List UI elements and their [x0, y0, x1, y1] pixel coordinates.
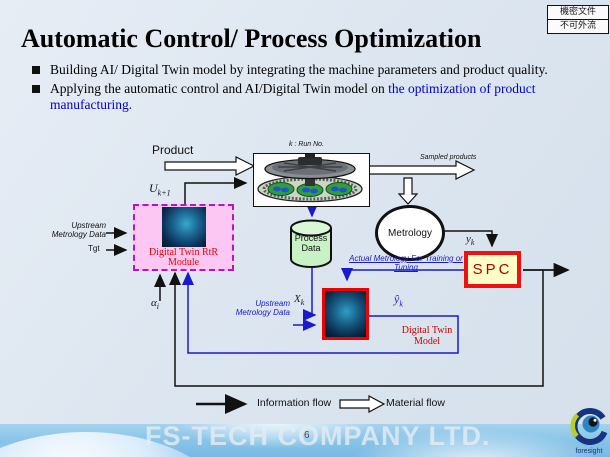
machine-illustration: [257, 154, 363, 203]
bullet-item-2: Applying the automatic control and AI/Di…: [32, 81, 577, 113]
slide-title: Automatic Control/ Process Optimization: [21, 24, 482, 53]
metrology-node: Metrology: [375, 205, 445, 261]
bullet-list: Building AI/ Digital Twin model by integ…: [32, 62, 577, 117]
legend-information-label: Information flow: [257, 397, 332, 409]
yhat-label: ŷk: [394, 292, 403, 309]
confidential-line1: 機密文件: [548, 6, 608, 20]
product-material-arrow: [164, 156, 256, 176]
upstream-metrology-left-label: Upstream Metrology Data: [51, 221, 106, 239]
xk-arrow: [303, 268, 317, 321]
company-watermark: FS-TECH COMPANY LTD.: [145, 424, 491, 451]
machine-output-material-arrow: [368, 160, 476, 180]
xk-label: Xk: [294, 293, 305, 308]
process-data-label: Process Data: [294, 233, 328, 253]
process-data-cylinder: Process Data: [288, 219, 334, 269]
uk1-label: Uk+1: [149, 181, 171, 198]
sampled-products-label: Sampled products: [420, 154, 477, 161]
cylinder-shape: [290, 219, 332, 268]
foresight-logo: foresight: [569, 407, 609, 457]
bullet-marker: [32, 85, 40, 94]
spc-feedback-arrow: [169, 270, 544, 387]
model-feedback-arrow: [182, 271, 459, 354]
product-label: Product: [152, 143, 194, 157]
ai-head-image: [161, 207, 206, 247]
digital-twin-rtr-module: Digital Twin RtR Module: [133, 204, 234, 271]
sampled-products-arrow: [397, 177, 419, 205]
bullet-2-text: Applying the automatic control and AI/Di…: [50, 81, 389, 97]
yk-label: yk: [466, 233, 475, 248]
run-no-label: k : Run No.: [289, 141, 325, 148]
digital-twin-model-label: Digital Twin Model: [401, 325, 453, 347]
page-number: 6: [304, 430, 310, 441]
actual-metrology-arrow: [341, 268, 464, 282]
rtr-module-label: Digital Twin RtR Module: [148, 247, 219, 268]
alpha-label: αi: [151, 297, 160, 312]
tgt-label: Tgt: [88, 244, 100, 253]
legend-material-arrow: [339, 395, 386, 413]
foresight-logo-icon: [570, 407, 608, 445]
confidential-line2: 不可外流: [559, 21, 596, 31]
bullet-item-1: Building AI/ Digital Twin model by integ…: [32, 62, 577, 78]
bullet-1-text: Building AI/ Digital Twin model by integ…: [50, 62, 548, 77]
uk1-arrow: [184, 177, 248, 205]
digital-twin-model-image: [322, 288, 369, 340]
spc-box: SPC: [464, 251, 521, 288]
foresight-logo-text: foresight: [575, 448, 603, 455]
bullet-2-text-blue: the optimization of product manufacturin…: [50, 81, 536, 113]
confidential-stamp: 機密文件 不可外流: [547, 5, 609, 34]
machine-box: [253, 153, 370, 207]
bullet-marker: [32, 66, 40, 74]
legend-material-label: Material flow: [386, 397, 445, 409]
yk-arrow: [441, 230, 498, 248]
footer-band: FS-TECH COMPANY LTD. 6: [0, 424, 610, 457]
actual-metrology-label: Actual Metrology For Training or Tuning: [349, 254, 463, 273]
upstream-metrology-blue-label: Upstream Metrology Data: [235, 299, 290, 317]
